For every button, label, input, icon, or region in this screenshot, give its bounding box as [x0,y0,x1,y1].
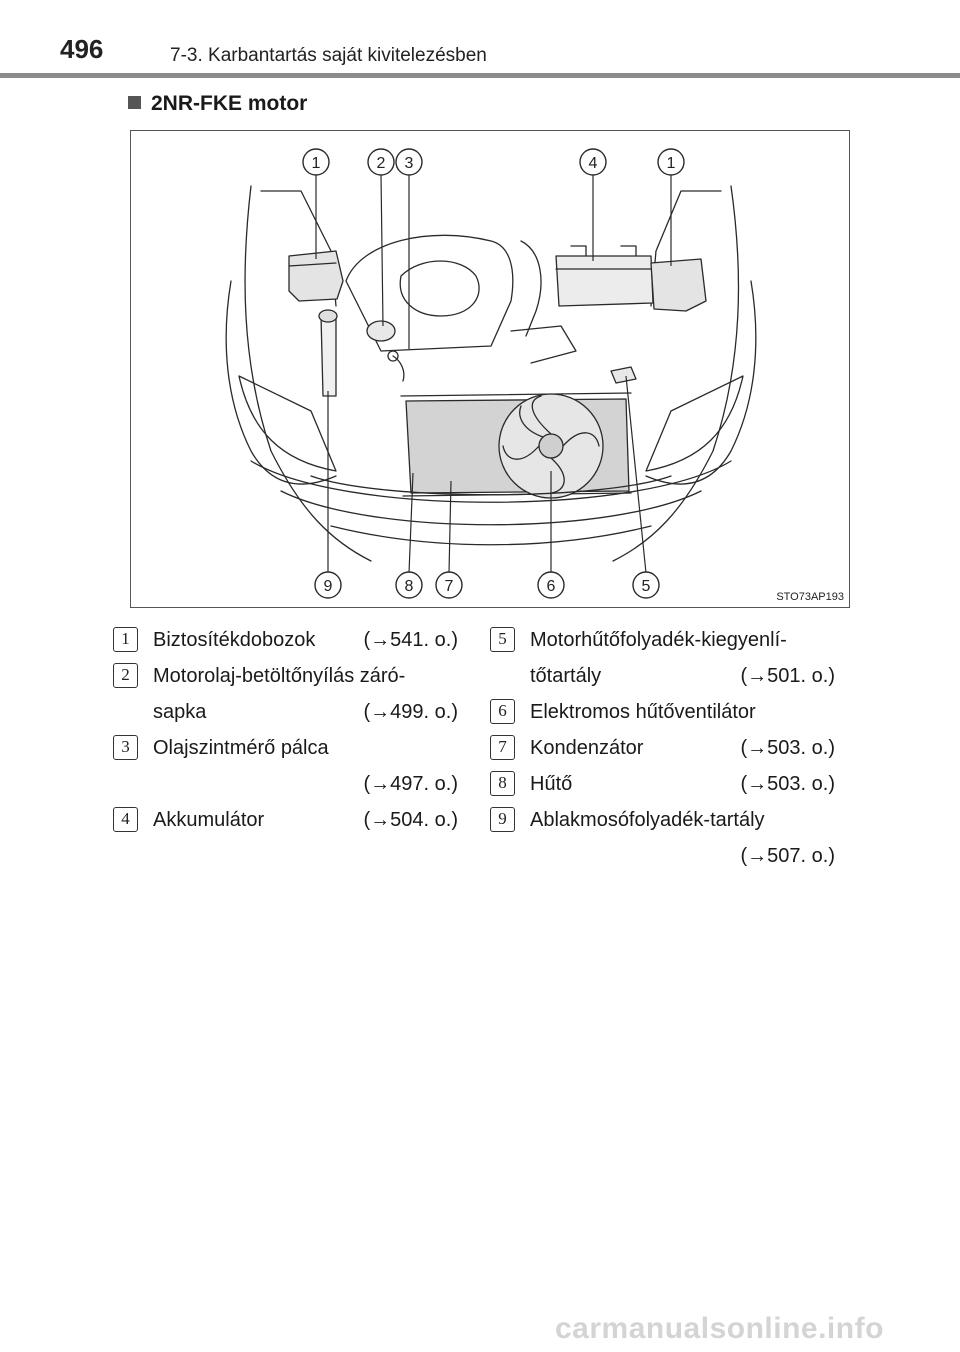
item-number-badge: 3 [113,735,138,760]
legend-right: 5 Motorhűtőfolyadék-kiegyenlí- tőtartály… [490,622,835,874]
figure-code: STO73AP193 [776,591,844,603]
page-reference: (→504. o.) [363,809,458,831]
callout-bottom-3: 7 [445,578,454,595]
legend-item: 3 Olajszintmérő pálca (→497. o.) [113,730,458,802]
legend-left: 1 Biztosítékdobozok (→541. o.) 2 Motorola… [113,622,458,838]
item-label: Motorhűtőfolyadék-kiegyenlí- [530,629,787,651]
callout-bottom-4: 6 [547,578,556,595]
callout-top-5: 1 [667,155,676,172]
legend-item: 6 Elektromos hűtőventilátor [490,694,835,730]
legend-item: 4 Akkumulátor (→504. o.) [113,802,458,838]
watermark: carmanualsonline.info [555,1312,884,1345]
item-number-badge: 1 [113,627,138,652]
item-number-badge: 8 [490,771,515,796]
callout-top-3: 3 [405,155,414,172]
callout-bottom-1: 9 [324,578,333,595]
page-reference: (→507. o.) [740,845,835,867]
legend-item: 9 Ablakmosófolyadék-tartály (→507. o.) [490,802,835,874]
legend-item: 8 Hűtő (→503. o.) [490,766,835,802]
item-number-badge: 4 [113,807,138,832]
item-label: Ablakmosófolyadék-tartály [530,809,765,831]
item-label-cont: tőtartály [530,665,602,687]
item-number-badge: 9 [490,807,515,832]
callout-bottom-5: 5 [642,578,651,595]
legend-item: 2 Motorolaj-betöltőnyílás záró- sapka (→4… [113,658,458,730]
item-label: Hűtő [530,773,573,795]
page-header: 496 7-3. Karbantartás saját kivitelezésb… [0,0,960,80]
page-reference: (→503. o.) [740,737,835,759]
engine-bay-figure: 1 2 3 4 1 9 8 7 6 5 STO73AP193 [130,130,850,608]
page-reference: (→499. o.) [363,701,458,723]
callout-top-4: 4 [589,155,598,172]
chapter-title: 7-3. Karbantartás saját kivitelezésben [170,45,487,66]
callout-bottom-2: 8 [405,578,414,595]
section-title: 2NR-FKE motor [151,92,308,115]
item-number-badge: 7 [490,735,515,760]
legend-item: 1 Biztosítékdobozok (→541. o.) [113,622,458,658]
item-label: Kondenzátor [530,737,644,759]
callout-top-1: 1 [312,155,321,172]
item-number-badge: 2 [113,663,138,688]
item-label: Olajszintmérő pálca [153,737,329,759]
page-reference: (→497. o.) [363,773,458,795]
item-label-cont: sapka [153,701,207,723]
item-label: Biztosítékdobozok [153,629,316,651]
engine-bay-illustration: 1 2 3 4 1 9 8 7 6 5 [225,148,757,599]
item-label: Akkumulátor [153,809,265,831]
item-number-badge: 5 [490,627,515,652]
header-divider [0,73,960,78]
page-reference: (→541. o.) [363,629,458,651]
square-bullet-icon [128,96,141,109]
page-reference: (→501. o.) [740,665,835,687]
legend-item: 5 Motorhűtőfolyadék-kiegyenlí- tőtartály… [490,622,835,694]
page-reference: (→503. o.) [740,773,835,795]
legend-item: 7 Kondenzátor (→503. o.) [490,730,835,766]
callout-top-2: 2 [377,155,386,172]
page-number: 496 [60,34,104,64]
item-number-badge: 6 [490,699,515,724]
item-label: Motorolaj-betöltőnyílás záró- [153,665,406,687]
item-label: Elektromos hűtőventilátor [530,701,756,723]
section-heading: 2NR-FKE motor [128,92,307,116]
